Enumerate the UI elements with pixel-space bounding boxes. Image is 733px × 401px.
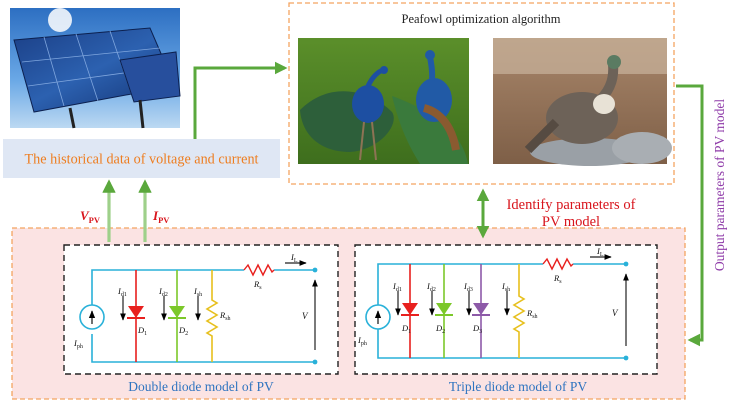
triple-diode-circuit: Iph Id1 Id2 Id3 Ish D1 D2 D3 Rsh Rs IL V [354, 244, 658, 375]
v-pv-label: VPV [80, 208, 101, 225]
td-diode1-current-label: Id1 [392, 281, 402, 293]
identify-parameters-label-line1: Identify parameters of [507, 197, 636, 213]
td-source-current-label: Iph [357, 335, 367, 347]
peahen-image [493, 38, 672, 166]
td-series-resistor-label: Rs [553, 273, 562, 285]
i-pv-label: IPV [152, 208, 170, 225]
dd-diode1-current-label: Id1 [117, 286, 127, 298]
double-diode-circuit: Iph Id1 Id2 Ish D1 D2 Rsh Rs IL V [63, 244, 339, 375]
td-diode1-label: D1 [401, 323, 411, 335]
solar-panel-image [10, 8, 181, 129]
dd-series-resistor-label: Rs [253, 279, 262, 291]
historical-data-label: The historical data of voltage and curre… [25, 152, 259, 168]
td-shunt-resistor-label: Rsh [526, 308, 538, 320]
td-voltage-label: V [612, 308, 619, 318]
td-load-current-label: IL [596, 246, 604, 258]
dd-diode1-label: D1 [137, 325, 147, 337]
dd-voltage-label: V [302, 311, 309, 321]
td-diode2-label: D2 [435, 323, 445, 335]
td-diode3-current-label: Id3 [463, 281, 473, 293]
dd-load-current-label: IL [290, 252, 298, 264]
td-diode3-label: D3 [472, 323, 482, 335]
dd-source-current-label: Iph [73, 338, 83, 350]
td-diode2-current-label: Id2 [426, 281, 436, 293]
td-shunt-current-label: Ish [501, 281, 510, 293]
algorithm-title: Peafowl optimization algorithm [402, 12, 561, 26]
peacock-image [298, 38, 469, 164]
data-to-algorithm-arrow [193, 61, 288, 139]
dd-diode2-label: D2 [178, 325, 188, 337]
dd-shunt-resistor-label: Rsh [219, 310, 231, 322]
triple-diode-caption: Triple diode model of PV [449, 379, 588, 394]
flow-arrows [102, 61, 704, 347]
output-parameters-arrow [676, 84, 704, 347]
double-diode-caption: Double diode model of PV [128, 379, 274, 394]
output-parameters-label: Output parameters of PV model [712, 99, 727, 271]
dd-shunt-current-label: Ish [193, 286, 202, 298]
identify-parameters-label-line2: PV model [542, 214, 600, 230]
dd-diode2-current-label: Id2 [158, 286, 168, 298]
historical-data-box [3, 139, 280, 178]
